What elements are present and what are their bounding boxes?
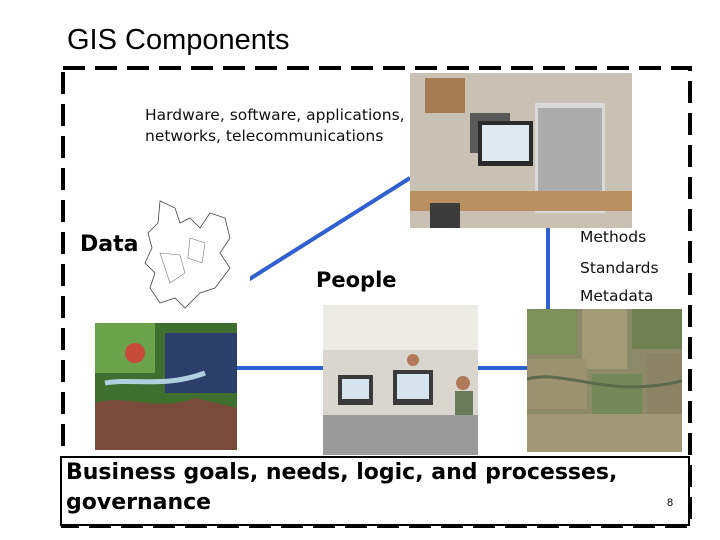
business-text: Business goals, needs, logic, and proces… <box>66 458 666 518</box>
standards-item: Standards <box>580 259 659 277</box>
metadata-item: Metadata <box>580 287 653 305</box>
satellite-image <box>95 323 237 450</box>
connector-data-hardware <box>248 178 410 280</box>
hardware-text: Hardware, software, applications, networ… <box>145 105 405 147</box>
people-label: People <box>316 268 397 292</box>
people-photo <box>323 305 478 455</box>
europe-map <box>130 193 250 323</box>
aerial-photo <box>527 309 682 452</box>
slide-title: GIS Components <box>67 24 289 57</box>
hardware-photo <box>410 73 632 228</box>
methods-item: Methods <box>580 228 646 246</box>
page-number: 8 <box>667 497 673 509</box>
data-label: Data <box>80 232 138 257</box>
